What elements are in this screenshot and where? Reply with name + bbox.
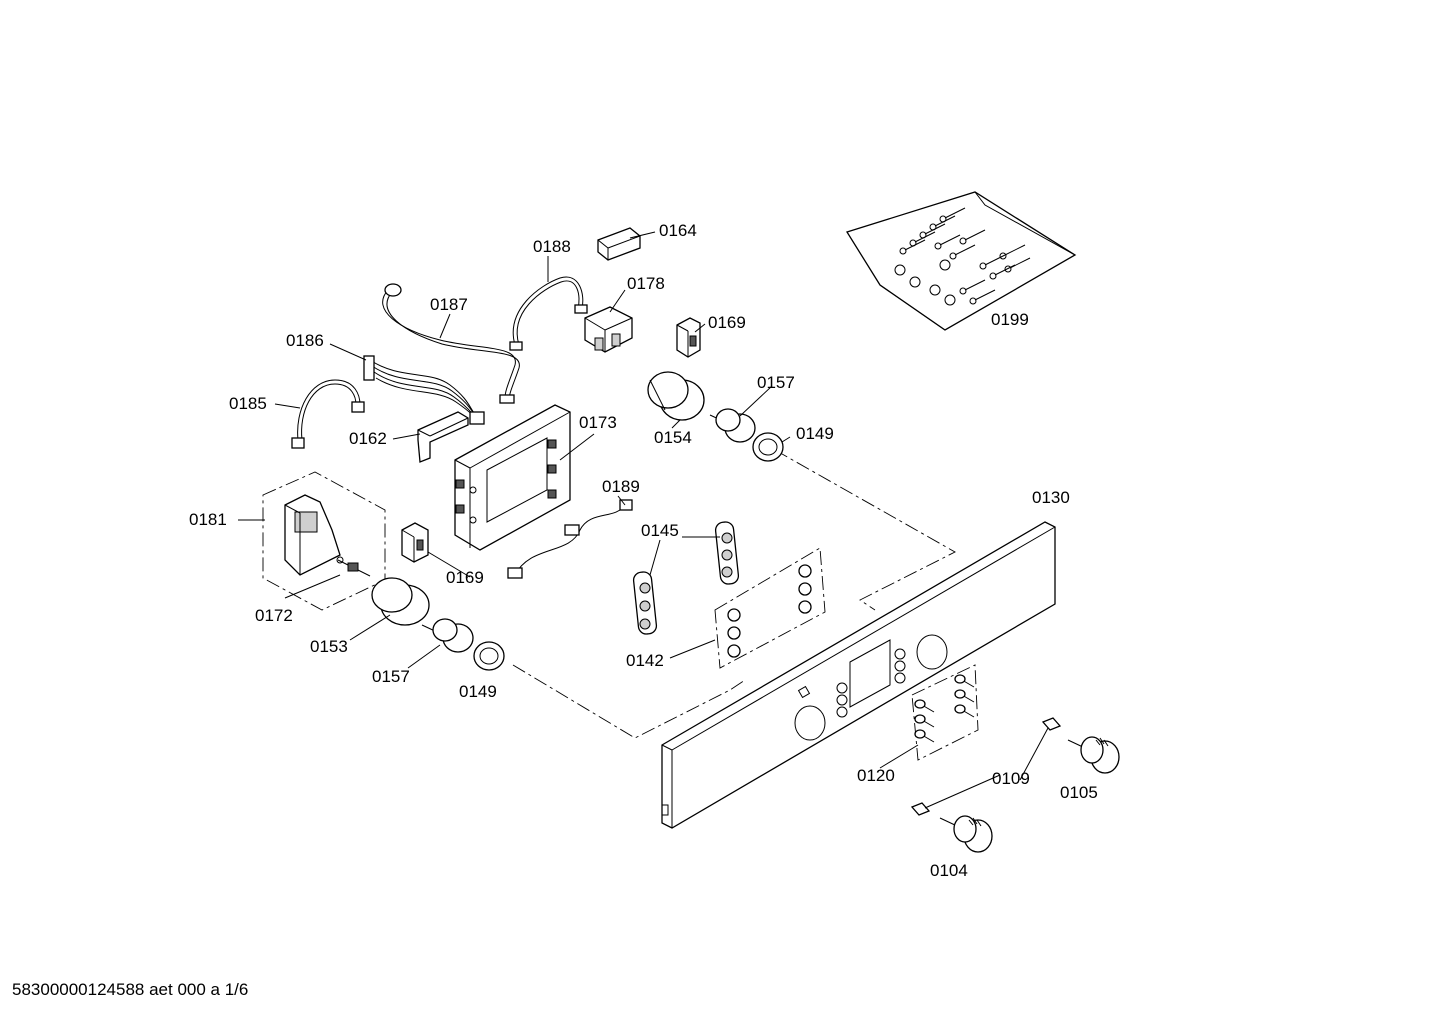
ring-0149-lower [473,641,505,671]
label-0149-upper: 0149 [796,424,834,443]
label-0173: 0173 [579,413,617,432]
label-0181: 0181 [189,510,227,529]
label-0157-upper: 0157 [757,373,795,392]
ring-0149-upper [752,432,784,462]
fascia-panel-0130 [661,521,1056,829]
label-0130: 0130 [1032,488,1070,507]
clip-0109-lower [910,802,931,816]
label-0162: 0162 [349,429,387,448]
label-0186: 0186 [286,331,324,350]
knob-cap-0157-lower [421,618,474,653]
button-set-0142 [727,564,812,658]
assembly-guide-lines [262,449,979,761]
clip-part-0164 [597,227,641,261]
light-guide-0145-left [632,571,658,635]
clip-0109-upper [1041,717,1062,731]
label-0153: 0153 [310,637,348,656]
label-0105: 0105 [1060,783,1098,802]
shaft-part-0172 [336,556,371,577]
label-0142: 0142 [626,651,664,670]
bracket-part-0169-lower [401,522,429,563]
module-frame-0173 [454,404,571,551]
wire-harness-0187 [382,283,520,404]
document-reference-footer: 58300000124588 aet 000 a 1/6 [12,980,249,999]
label-0172: 0172 [255,606,293,625]
screw-set-0120 [914,674,975,743]
label-0185: 0185 [229,394,267,413]
screw-bag-part [846,191,1077,331]
wire-harness-0188 [509,276,588,351]
part-labels: 0164 0188 0178 0187 0169 0186 0157 0185 … [189,221,1098,880]
label-0188: 0188 [533,237,571,256]
wire-harness-0185 [291,379,365,449]
bracket-part-0169-upper [676,317,701,358]
clip-part-0162 [417,411,469,463]
wire-harness-0189 [507,499,633,579]
label-0157-lower: 0157 [372,667,410,686]
label-0120: 0120 [857,766,895,785]
ribbon-cable-0186 [363,355,485,425]
knob-cap-0157-upper [709,408,756,443]
label-0199: 0199 [991,310,1029,329]
light-guide-0145-right [714,521,740,585]
screws-in-bag [894,207,1031,306]
label-0178: 0178 [627,274,665,293]
label-0154: 0154 [654,428,692,447]
label-0169-upper: 0169 [708,313,746,332]
label-0169-lower: 0169 [446,568,484,587]
label-0187: 0187 [430,295,468,314]
control-knob-0105 [1067,736,1120,774]
label-0164: 0164 [659,221,697,240]
switch-module-0181 [284,494,341,576]
switch-part-0178 [584,306,633,353]
label-0189: 0189 [602,477,640,496]
label-0149-lower: 0149 [459,682,497,701]
label-0145: 0145 [641,521,679,540]
knob-housing-0153 [371,577,430,626]
knob-housing-0154 [647,371,705,421]
label-0109: 0109 [992,769,1030,788]
leader-lines [238,231,1049,809]
label-0104: 0104 [930,861,968,880]
control-knob-0104 [939,815,993,853]
